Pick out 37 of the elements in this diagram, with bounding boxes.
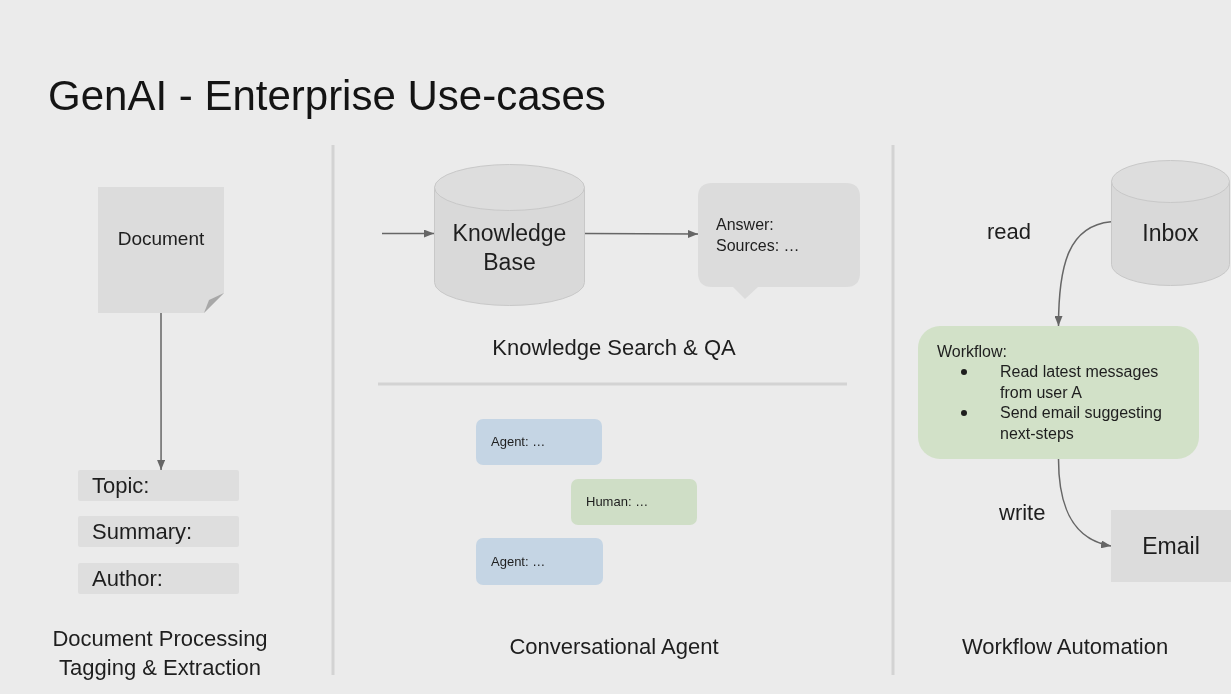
bubble-text: Answer: bbox=[716, 215, 774, 234]
section-caption: Conversational Agent bbox=[508, 633, 720, 661]
field-label: Topic: bbox=[92, 473, 150, 498]
email-node bbox=[1111, 510, 1231, 582]
chat-bubble bbox=[476, 419, 602, 465]
output-field bbox=[78, 470, 239, 501]
chat-bubble bbox=[571, 479, 697, 525]
message-text: Agent: … bbox=[491, 554, 546, 570]
slide-title: GenAI - Enterprise Use-cases bbox=[48, 71, 606, 121]
database-cylinder bbox=[434, 164, 585, 306]
arrow bbox=[1057, 458, 1112, 548]
node-text: Email bbox=[1141, 532, 1201, 561]
arrow bbox=[157, 312, 166, 471]
arrow bbox=[584, 230, 699, 238]
list-item: Send email suggesting next-steps bbox=[1000, 403, 1163, 444]
speech-bubble bbox=[698, 183, 860, 299]
section-caption: Document Processing Tagging & Extraction bbox=[51, 625, 269, 682]
message-text: Agent: … bbox=[491, 434, 546, 450]
arrow bbox=[381, 229, 435, 238]
list-item: Read latest messages from user A bbox=[1000, 362, 1160, 403]
database-cylinder bbox=[1111, 160, 1230, 286]
card-heading: Workflow: bbox=[937, 342, 1007, 361]
edge-label: write bbox=[999, 500, 1046, 527]
message-text: Human: … bbox=[586, 494, 649, 510]
section-caption: Knowledge Search & QA bbox=[491, 334, 737, 362]
edge-label: read bbox=[987, 219, 1032, 246]
document-note bbox=[98, 187, 224, 313]
node-text: Document bbox=[116, 228, 206, 250]
field-label: Summary: bbox=[92, 519, 193, 544]
chat-bubble bbox=[476, 538, 603, 585]
section-caption: Workflow Automation bbox=[960, 633, 1170, 661]
bubble-text: Sources: … bbox=[716, 236, 800, 255]
arrow bbox=[1054, 221, 1112, 327]
workflow-card bbox=[918, 326, 1199, 459]
node-text: Inbox bbox=[1141, 219, 1200, 248]
field-label: Author: bbox=[92, 566, 163, 591]
node-text: Knowledge Base bbox=[451, 219, 568, 277]
